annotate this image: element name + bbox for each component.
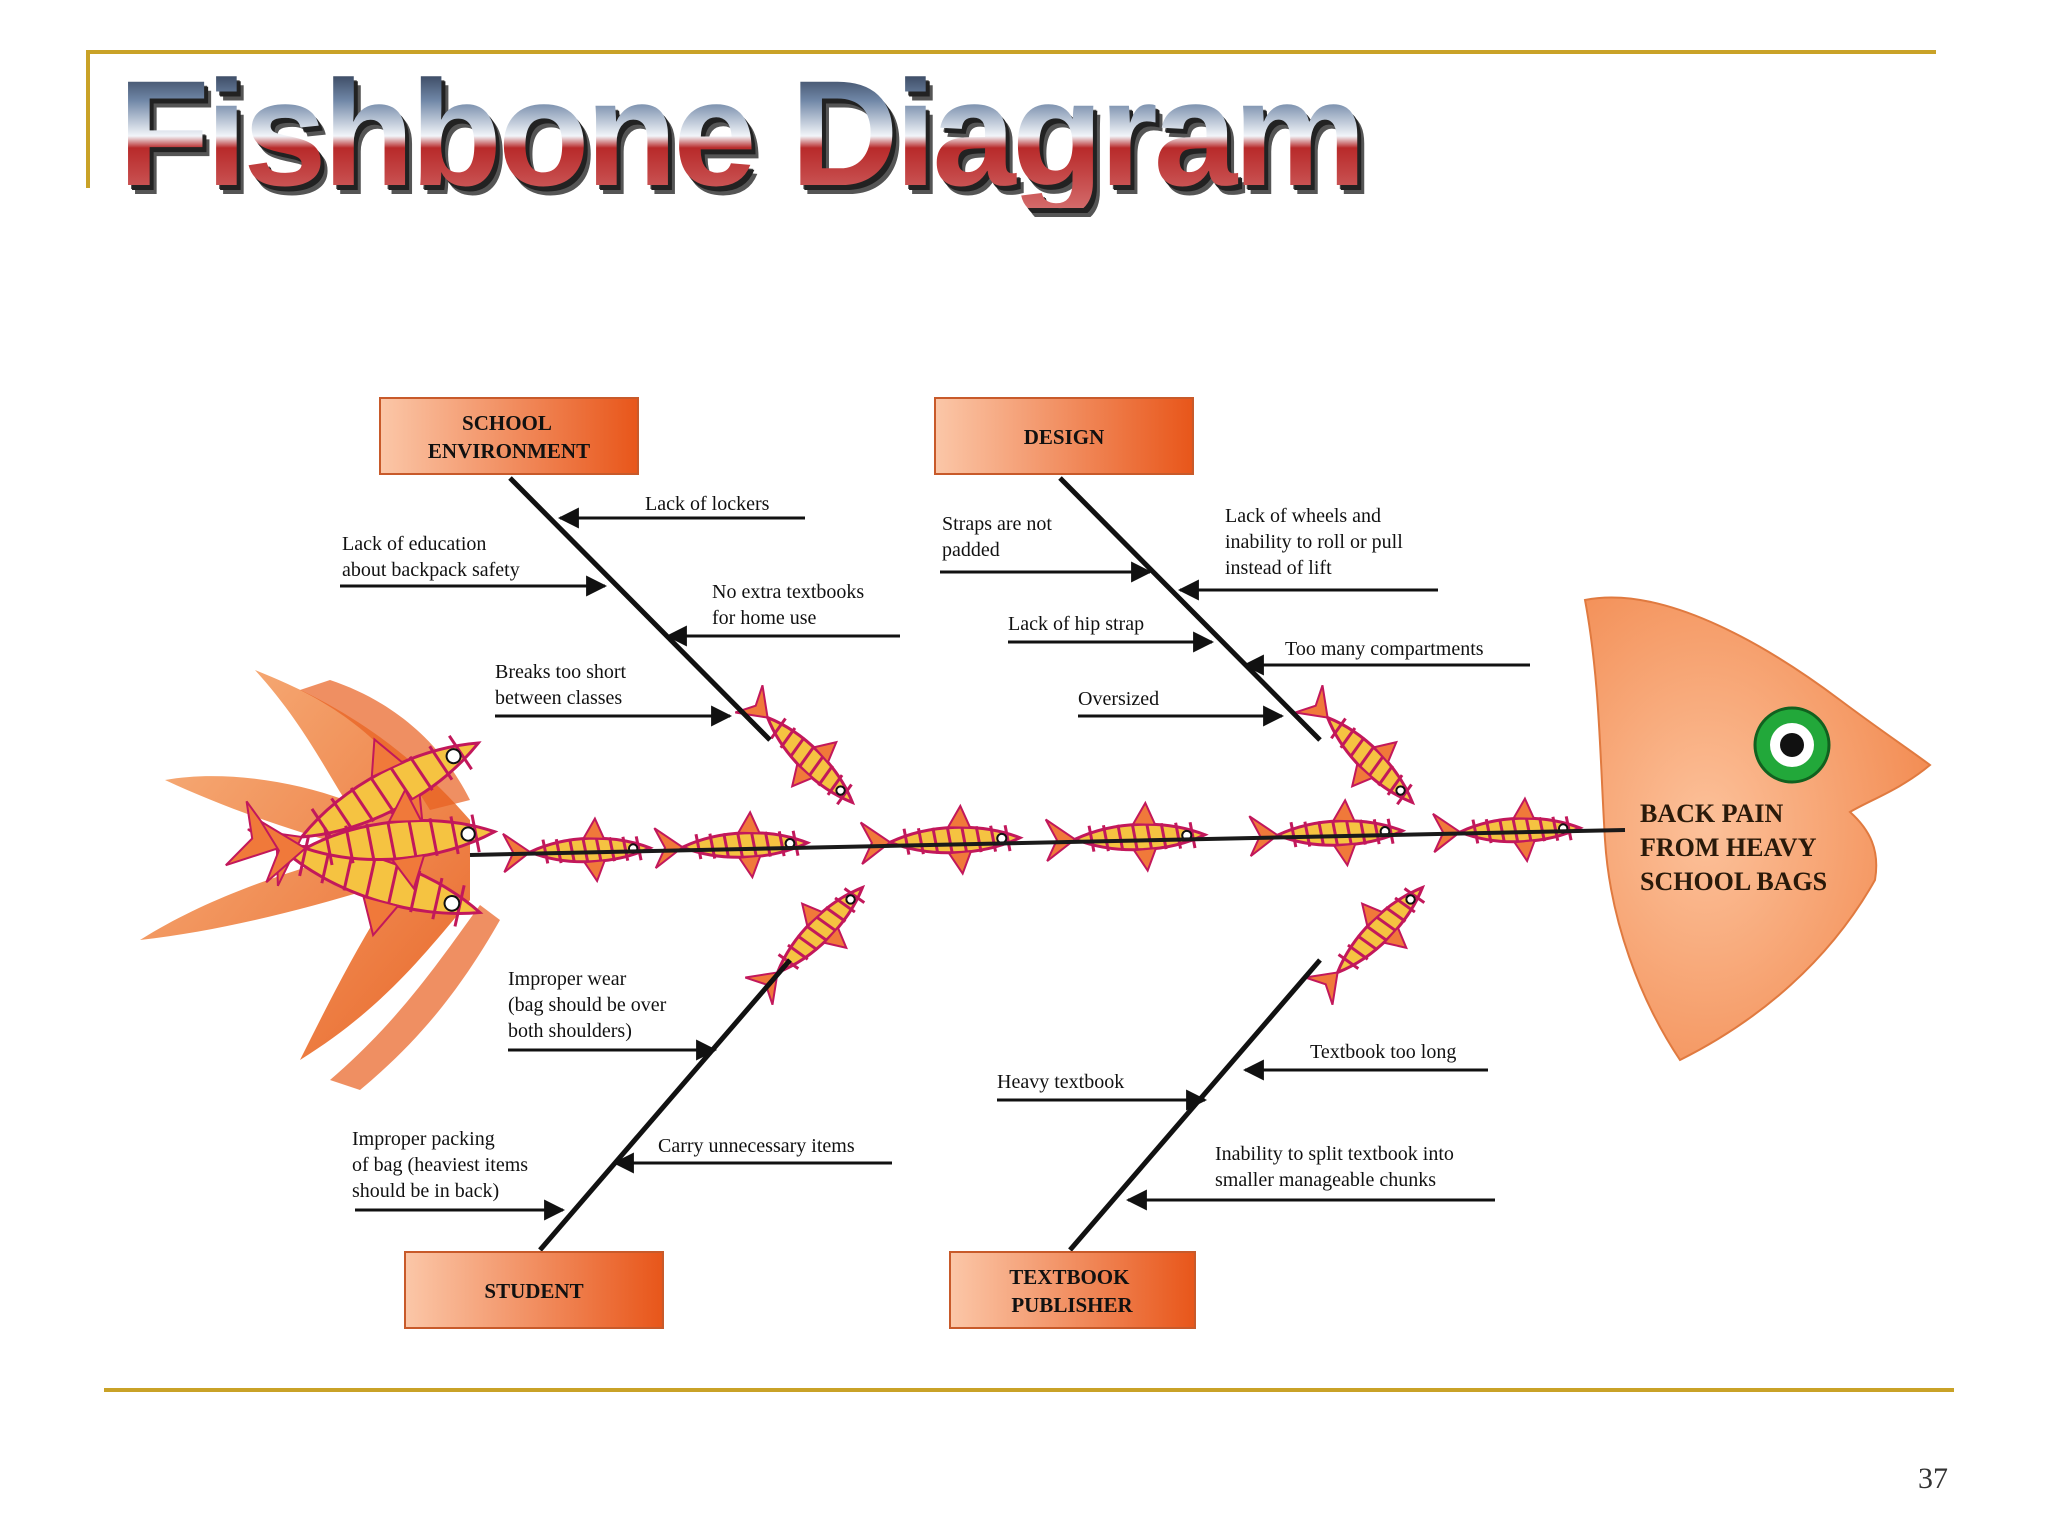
category-textbook-publisher: TEXTBOOK PUBLISHER: [949, 1251, 1196, 1329]
cause-label: Lack of hip strap: [1008, 613, 1144, 635]
cause-label: Carry unnecessary items: [658, 1135, 855, 1157]
effect-label: BACK PAIN FROM HEAVY SCHOOL BAGS: [1640, 799, 1827, 896]
title-top-rule: [86, 50, 1936, 54]
category-label: STUDENT: [484, 1279, 583, 1303]
fish-skeleton-icon: [735, 685, 856, 806]
cause-label: Lack of wheels and inability to roll or …: [1225, 505, 1408, 579]
category-student: STUDENT: [404, 1251, 664, 1329]
cause-label: Oversized: [1078, 688, 1159, 710]
cause-label: Straps are not padded: [942, 513, 1057, 561]
footer-rule: [104, 1388, 1954, 1392]
fish-head-icon: [1583, 596, 1932, 1062]
fish-skeleton-icon: [260, 787, 499, 891]
fish-skeleton-icon: [1248, 798, 1407, 868]
category-label: SCHOOL ENVIRONMENT: [428, 411, 590, 463]
fish-skeleton-icon: [225, 685, 1584, 1005]
title-left-rule: [86, 50, 90, 188]
category-design: DESIGN: [934, 397, 1194, 475]
slide-title: Fishbone Diagram: [118, 49, 1367, 217]
page-number: 37: [1918, 1462, 1948, 1495]
bone-student: [538, 958, 792, 1252]
cause-label: Inability to split textbook into smaller…: [1215, 1143, 1459, 1191]
fish-skeleton-icon: [1305, 884, 1426, 1005]
cause-label: Lack of education about backpack safety: [342, 533, 520, 581]
fish-skeleton-icon: [745, 884, 866, 1005]
fish-skeleton-icon: [1295, 685, 1416, 806]
cause-label: Lack of lockers: [645, 493, 770, 515]
fish-skeleton-icon: [1044, 800, 1209, 873]
category-label: TEXTBOOK PUBLISHER: [1009, 1265, 1134, 1317]
bone-textbook-publisher: [1068, 958, 1322, 1252]
fish-tail-icon: [140, 670, 500, 1090]
cause-label: Improper packing of bag (heaviest items …: [352, 1128, 533, 1202]
fish-skeleton-icon: [859, 803, 1024, 876]
bone-design: [1058, 476, 1322, 742]
bone-school-environment: [508, 476, 772, 742]
category-school-environment: SCHOOL ENVIRONMENT: [379, 397, 639, 475]
cause-label: Too many compartments: [1285, 638, 1484, 660]
cause-label: Textbook too long: [1310, 1041, 1456, 1063]
category-label: DESIGN: [1024, 425, 1105, 449]
cause-label: Breaks too short between classes: [495, 661, 631, 709]
spine-line: [469, 828, 1626, 857]
cause-label: Heavy textbook: [997, 1071, 1124, 1093]
cause-label: No extra textbooks for home use: [712, 581, 869, 629]
cause-label: Improper wear (bag should be over both s…: [508, 968, 671, 1042]
fish-skeleton-icon: [653, 810, 812, 880]
